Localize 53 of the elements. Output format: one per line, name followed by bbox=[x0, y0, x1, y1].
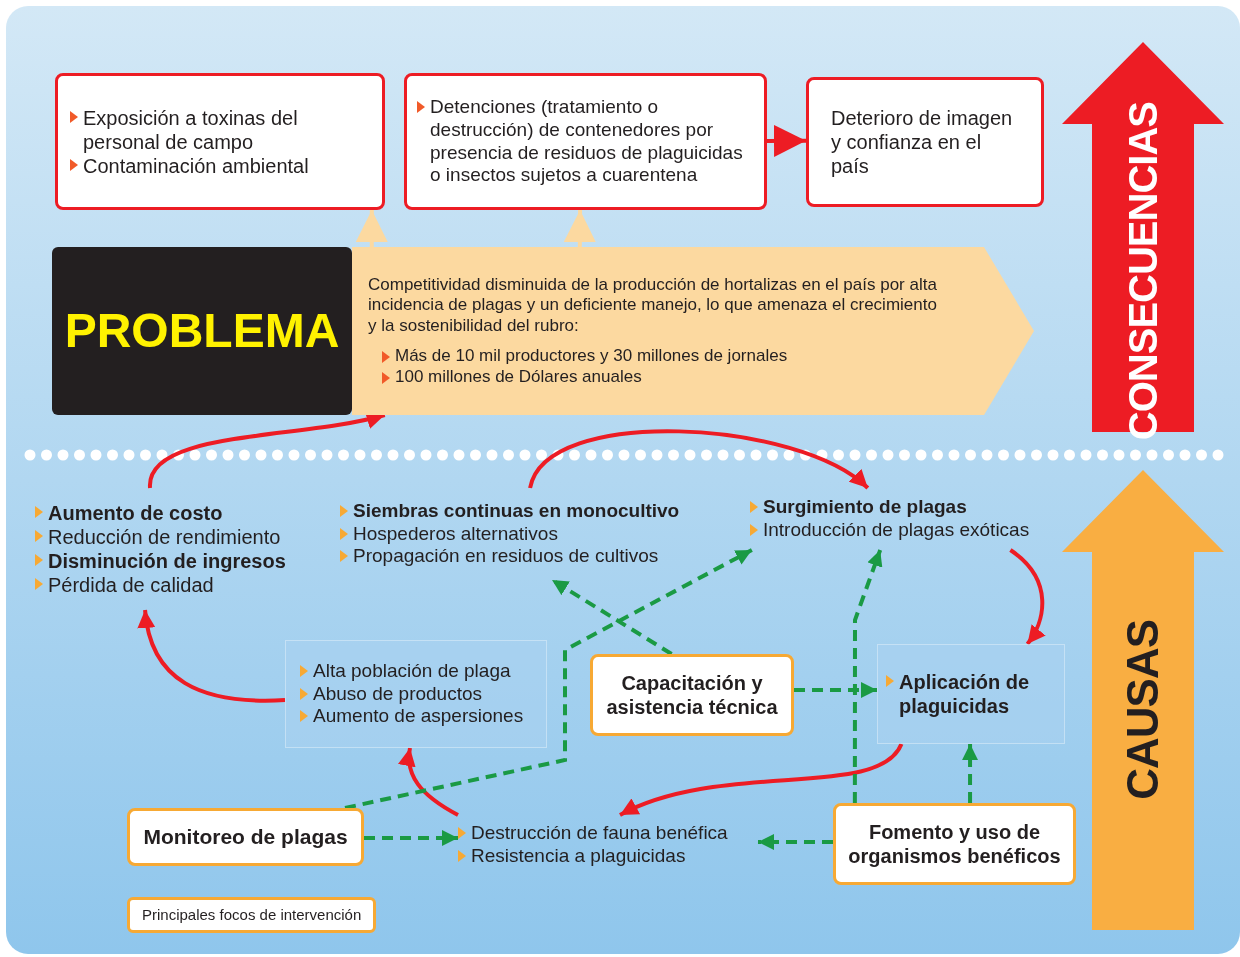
node-text: Aumento de aspersiones bbox=[313, 705, 524, 729]
dashed-arrow bbox=[962, 744, 979, 803]
node-text: Siembras continuas en monocultivo bbox=[353, 499, 680, 523]
node-text: Alta población de plaga bbox=[313, 659, 511, 683]
node-text: Deterioro de imagen y confianza en el país bbox=[831, 106, 1014, 178]
node-text: Surgimiento de plagas bbox=[763, 496, 967, 519]
node-text: Aumento de costo bbox=[48, 501, 223, 525]
node-text: 100 millones de Dólares anuales bbox=[395, 366, 642, 387]
pointer-arrow bbox=[355, 210, 388, 247]
intervention-box bbox=[590, 654, 794, 736]
consequence-box bbox=[404, 73, 767, 210]
node-text: Disminución de ingresos bbox=[48, 549, 286, 573]
pointer-arrow bbox=[767, 124, 806, 157]
heading: PROBLEMA bbox=[64, 303, 340, 360]
node-text: Competitividad disminuida de la producción de hortalizas en el país por alta incidencia de plagas y un deficiente manejo, lo que amenaza el crecimiento y la sostenibilidad del rubro: bbox=[368, 275, 938, 337]
intervention-box bbox=[833, 803, 1076, 885]
curved-arrow bbox=[398, 747, 459, 817]
curved-arrow bbox=[619, 742, 904, 817]
dashed-arrow bbox=[794, 682, 877, 698]
dashed-arrow bbox=[551, 578, 673, 656]
node-text: Hospederos alternativos bbox=[353, 522, 558, 546]
node-text: Contaminación ambiental bbox=[83, 153, 309, 178]
consequence-box bbox=[55, 73, 385, 210]
dashed-arrow bbox=[852, 549, 883, 803]
problem-box bbox=[52, 247, 352, 415]
node-text: Más de 10 mil productores y 30 millones de jornales bbox=[395, 346, 788, 367]
dashed-arrow bbox=[344, 548, 753, 810]
node-text: Destrucción de fauna benéfica bbox=[471, 822, 728, 845]
consequence-box bbox=[806, 77, 1044, 207]
curved-arrow bbox=[138, 609, 286, 703]
pointer-arrow bbox=[563, 209, 596, 247]
node-text: Exposición a toxinas del personal de campo bbox=[83, 105, 299, 154]
node-text: Capacitación y asistencia técnica bbox=[605, 671, 779, 719]
node-text: Abuso de productos bbox=[313, 682, 482, 706]
cause-panel bbox=[285, 640, 547, 748]
dashed-arrow bbox=[364, 830, 458, 846]
curved-arrow bbox=[1009, 548, 1046, 646]
arrow-label: CONSECUENCIAS bbox=[1120, 102, 1166, 441]
arrow-label: CAUSAS bbox=[1118, 620, 1168, 800]
node-text: Detenciones (tratamiento o destrucción) de contenedores por presencia de residuos de plaguicidas o insectos sujetos a cuarentena bbox=[430, 95, 744, 188]
node-text: Introducción de plagas exóticas bbox=[763, 519, 1030, 542]
intervention-box bbox=[127, 808, 364, 866]
node-text: Resistencia a plaguicidas bbox=[471, 845, 686, 868]
curved-arrow bbox=[528, 429, 870, 490]
cause-panel bbox=[877, 644, 1065, 744]
node-text: Monitoreo de plagas bbox=[143, 824, 348, 850]
dashed-arrow bbox=[758, 834, 833, 850]
node-text: Propagación en residuos de cultivos bbox=[353, 545, 659, 569]
node-text: Aplicación de plaguicidas bbox=[899, 670, 1031, 718]
node-text: Fomento y uso de organismos benéficos bbox=[847, 820, 1062, 868]
node-text: Pérdida de calidad bbox=[48, 573, 214, 597]
legend-text: Principales focos de intervención bbox=[142, 906, 362, 923]
node-text: Reducción de rendimiento bbox=[48, 525, 281, 549]
